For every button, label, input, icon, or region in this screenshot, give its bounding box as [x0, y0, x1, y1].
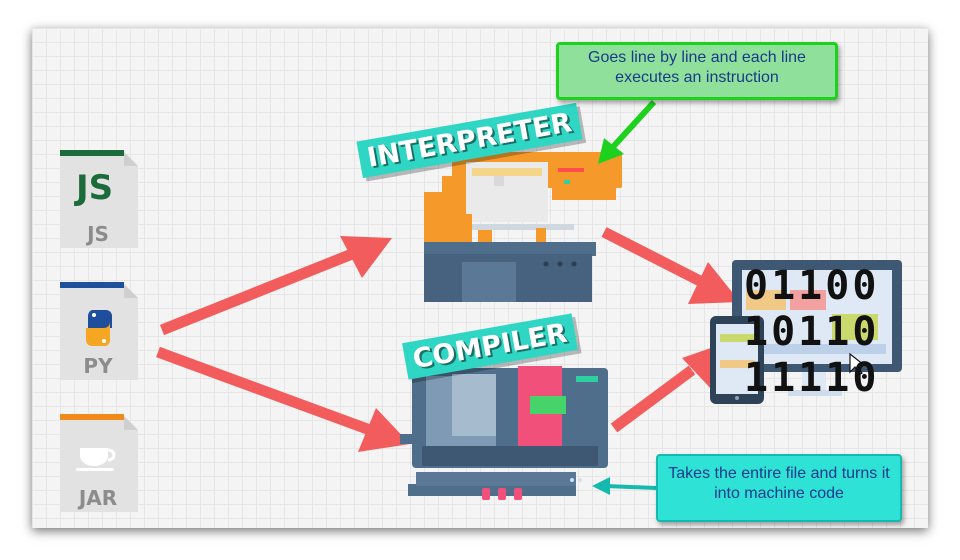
- jar-file-icon: [60, 414, 138, 512]
- py-file-icon: [60, 282, 138, 380]
- py-file-label: PY: [83, 354, 113, 378]
- js-file-label: JS: [87, 222, 109, 246]
- mouse-cursor-icon: [849, 352, 866, 376]
- diagram-canvas: JS JS PY JAR INTERPRETER COMPILER 01100 …: [32, 28, 928, 528]
- monitor-device: [732, 260, 902, 396]
- jar-file-label: JAR: [78, 486, 118, 510]
- arrow-interpreter-to-output: [601, 227, 740, 304]
- machine-code-line-1: 01100: [744, 263, 880, 309]
- interpreter-callout-pointer: [598, 99, 657, 164]
- compiler-callout: Takes the entire file and turns it into …: [656, 454, 902, 522]
- compiler-machine: [400, 366, 608, 500]
- coffee-cup-icon: [76, 448, 116, 471]
- interpreter-callout: Goes line by line and each line executes…: [556, 42, 838, 100]
- compiler-callout-pointer: [592, 477, 657, 495]
- js-file-glyph: JS: [76, 168, 114, 208]
- tablet-device: [710, 316, 764, 404]
- machine-code-line-2: 10110: [744, 309, 880, 355]
- machine-code-line-3: 11110: [744, 355, 880, 401]
- arrow-files-to-compiler: [156, 346, 410, 452]
- diagram-art: [60, 99, 902, 512]
- python-logo-icon: [86, 310, 112, 346]
- js-file-icon: [60, 150, 138, 248]
- arrow-files-to-interpreter: [159, 236, 392, 336]
- interpreter-machine: [424, 152, 622, 302]
